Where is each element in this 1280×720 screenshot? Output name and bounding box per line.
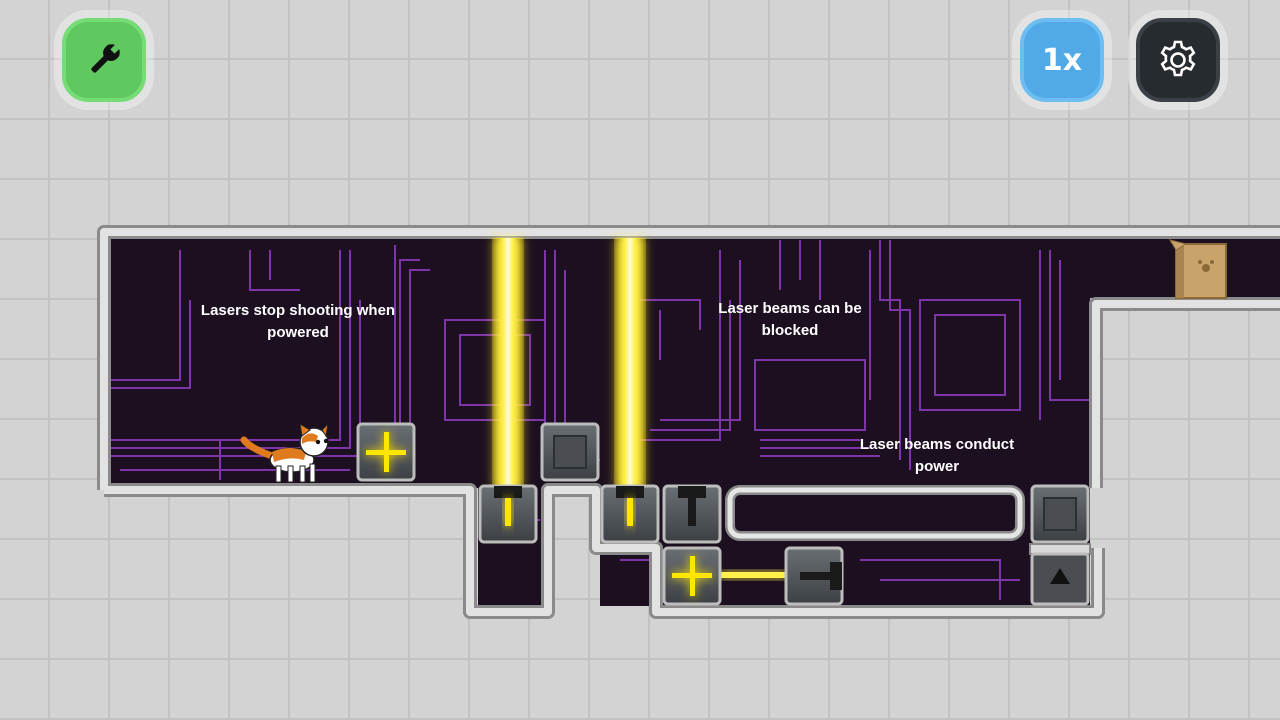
laser-emitter	[600, 484, 660, 544]
tools-button[interactable]	[62, 18, 146, 102]
laser-beam	[614, 238, 646, 488]
laser-emitter-horizontal	[784, 546, 844, 606]
speed-label: 1x	[1041, 42, 1083, 78]
power-node	[356, 422, 416, 482]
room-walls	[97, 225, 1280, 619]
hint-laser-conduct: Laser beams conduct power	[859, 436, 1015, 475]
laser-beam-horizontal	[720, 572, 788, 578]
gear-icon	[1160, 40, 1196, 77]
goal-box	[1168, 239, 1227, 299]
laser-beam	[492, 238, 524, 488]
power-node	[662, 546, 722, 606]
movable-block[interactable]	[1030, 484, 1090, 544]
movable-block[interactable]	[540, 422, 600, 482]
hint-lasers-stop: Lasers stop shooting when powered	[200, 302, 396, 341]
speed-button[interactable]: 1x	[1020, 18, 1104, 102]
elevator-lift	[1029, 543, 1091, 606]
hint-laser-blocked: Laser beams can be blocked	[718, 300, 862, 339]
wrench-icon	[91, 43, 121, 73]
laser-emitter-inactive	[662, 484, 722, 544]
cat-player	[240, 422, 329, 483]
settings-button[interactable]	[1136, 18, 1220, 102]
laser-emitter	[478, 484, 538, 544]
